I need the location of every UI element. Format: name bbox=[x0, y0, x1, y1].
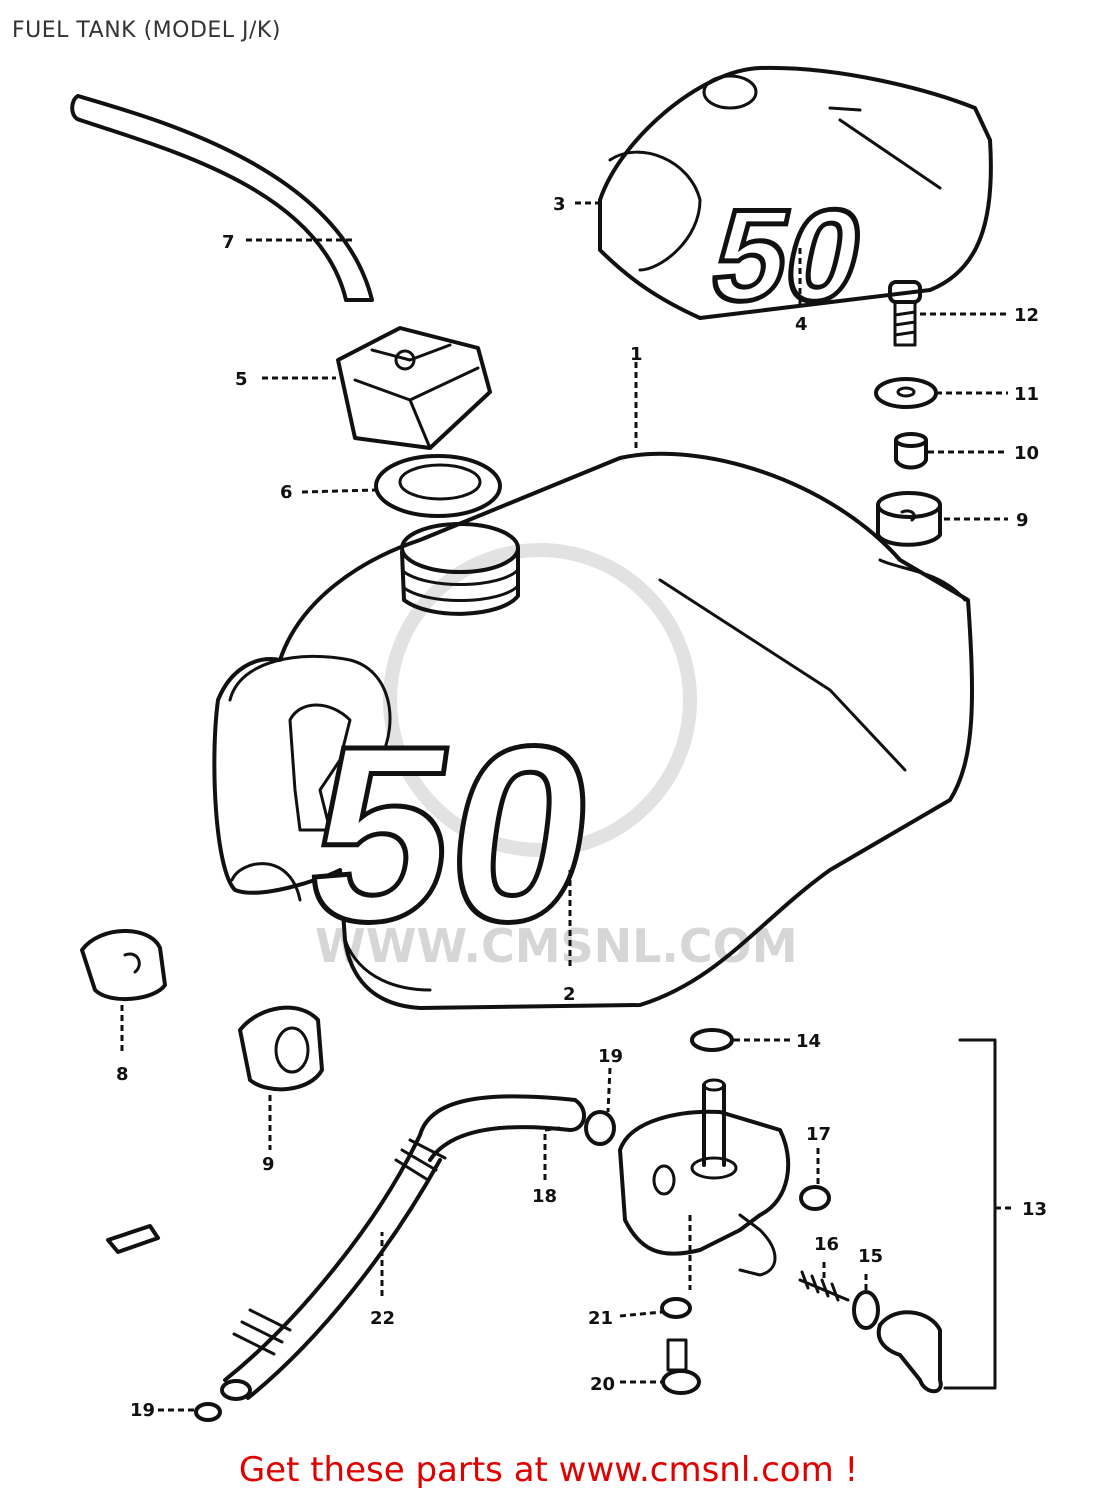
diagram-title: FUEL TANK (MODEL J/K) bbox=[12, 18, 281, 43]
callout-20: 20 bbox=[590, 1374, 615, 1395]
callout-1: 1 bbox=[630, 344, 643, 365]
part-3-tank-cover bbox=[598, 65, 993, 320]
callout-17: 17 bbox=[806, 1124, 831, 1145]
callout-9: 9 bbox=[1016, 510, 1029, 531]
callout-6: 6 bbox=[280, 482, 293, 503]
callout-2: 2 bbox=[563, 984, 576, 1005]
callout-14: 14 bbox=[796, 1031, 821, 1052]
part-6-cap-gasket bbox=[374, 454, 502, 518]
callout-3: 3 bbox=[553, 194, 566, 215]
part-17-screw bbox=[799, 1185, 831, 1211]
part-16-spring bbox=[798, 1270, 850, 1302]
fuel-cock-cup bbox=[876, 1310, 943, 1394]
part-19-hose-clip-lower bbox=[194, 1402, 222, 1422]
part-7-breather-hose bbox=[70, 94, 374, 302]
leader-lines bbox=[120, 201, 1015, 1412]
fuel-tank-exploded-diagram: WWW.CMSNL.COM bbox=[70, 65, 1047, 1422]
callout-7: 7 bbox=[222, 232, 235, 253]
part-8b-label: 9 bbox=[262, 1154, 275, 1175]
part-1-fuel-tank bbox=[212, 451, 974, 1010]
callout-19-upper: 19 bbox=[598, 1046, 623, 1067]
part-2-tank-decal: 50 bbox=[291, 693, 613, 977]
part-13-fuel-cock bbox=[618, 1078, 791, 1277]
part-8-cushion bbox=[80, 929, 167, 1002]
callout-19-lower: 19 bbox=[130, 1400, 155, 1421]
part-11-washer bbox=[874, 377, 938, 409]
callout-18: 18 bbox=[532, 1186, 557, 1207]
part-14-o-ring bbox=[690, 1028, 734, 1052]
callout-16: 16 bbox=[814, 1234, 839, 1255]
part-12-bolt bbox=[888, 280, 922, 347]
part-9-cushion bbox=[876, 491, 942, 547]
part-4-cover-decal: 50 bbox=[698, 180, 878, 330]
part-21-washer bbox=[660, 1297, 692, 1319]
callout-12: 12 bbox=[1014, 305, 1039, 326]
callout-10: 10 bbox=[1014, 443, 1039, 464]
callout-22: 22 bbox=[370, 1308, 395, 1329]
part-15-o-ring bbox=[852, 1290, 880, 1330]
callout-21: 21 bbox=[588, 1308, 613, 1329]
callout-13: 13 bbox=[1022, 1199, 1047, 1220]
callout-labels: 1 2 3 4 5 6 7 8 9 10 11 12 13 14 15 16 1… bbox=[116, 194, 1047, 1421]
callout-8: 8 bbox=[116, 1064, 129, 1085]
tank-decal-50-text: 50 bbox=[293, 695, 610, 974]
part-13-bracket bbox=[943, 1038, 997, 1390]
part-10-collar bbox=[894, 432, 928, 470]
callout-15: 15 bbox=[858, 1246, 883, 1267]
part-18-fuel-hose-short bbox=[418, 1094, 586, 1162]
part-19-hose-clip-upper bbox=[584, 1110, 616, 1146]
part-8b-cushion bbox=[238, 1005, 324, 1092]
watermark: WWW.CMSNL.COM bbox=[315, 543, 798, 973]
cover-decal-50-text: 50 bbox=[700, 182, 875, 327]
callout-4: 4 bbox=[795, 314, 808, 335]
cmsnl-link[interactable]: Get these parts at www.cmsnl.com ! bbox=[238, 1450, 859, 1490]
part-22-fuel-hose bbox=[220, 1133, 447, 1401]
part-5-fuel-cap bbox=[336, 326, 492, 450]
callout-11: 11 bbox=[1014, 384, 1039, 405]
part-20-screw bbox=[661, 1338, 701, 1395]
callout-5: 5 bbox=[235, 369, 248, 390]
front-direction-arrow bbox=[106, 1224, 160, 1254]
